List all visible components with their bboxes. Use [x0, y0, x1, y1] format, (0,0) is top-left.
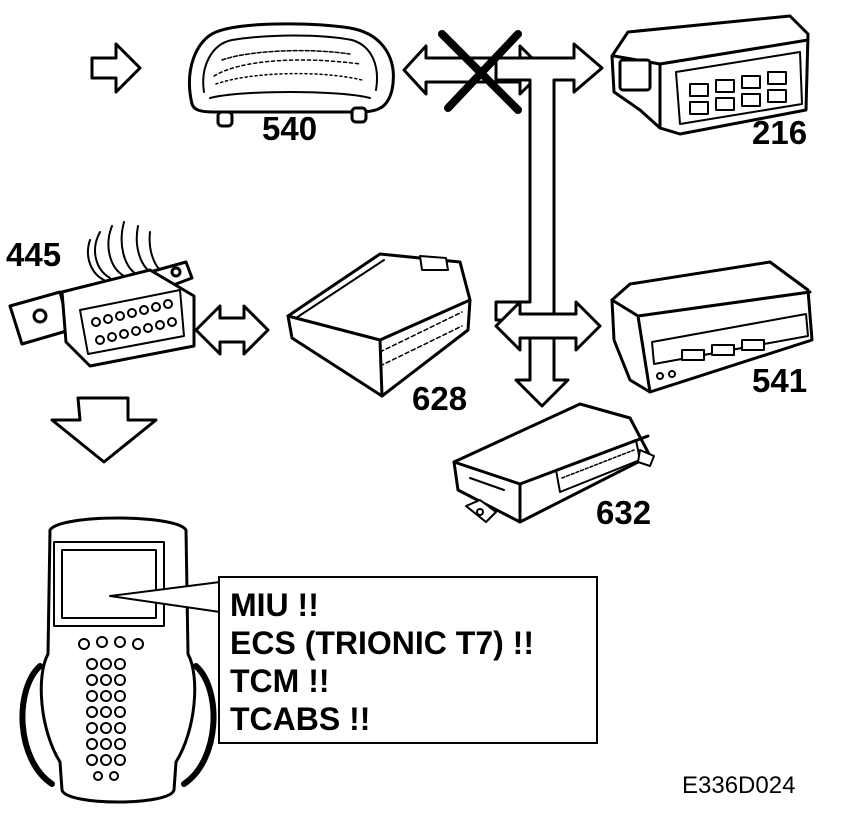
sid-541 — [610, 260, 814, 394]
label-628: 628 — [412, 380, 468, 417]
label-541: 541 — [752, 362, 808, 399]
bus-to-216 — [494, 42, 604, 322]
tech2-tool — [19, 516, 217, 804]
callout-line-tcabs: TCABS !! — [230, 701, 371, 737]
label-445: 445 — [6, 236, 62, 273]
acc-panel-216 — [610, 14, 810, 136]
input-arrow — [90, 42, 142, 94]
dlc-connector-445 — [8, 221, 196, 368]
ecm-628 — [286, 252, 472, 398]
arrow-445-628 — [194, 304, 270, 356]
arrow-bus-541 — [494, 300, 602, 352]
label-216: 216 — [752, 114, 808, 151]
disconnected-x-mark — [438, 30, 522, 114]
label-540: 540 — [262, 110, 318, 147]
callout-box: MIU !! ECS (TRIONIC T7) !! TCM !! TCABS … — [218, 576, 598, 744]
callout-line-ecs: ECS (TRIONIC T7) !! — [230, 625, 534, 661]
callout-line-tcm: TCM !! — [230, 663, 330, 699]
arrow-bus-632 — [514, 336, 570, 408]
label-632: 632 — [596, 494, 652, 531]
figure-reference: E336D024 — [682, 772, 796, 799]
instrument-cluster-540 — [188, 22, 395, 128]
arrow-445-tech2 — [50, 396, 158, 464]
tcm-632 — [452, 402, 655, 524]
callout-line-miu: MIU !! — [230, 587, 319, 623]
